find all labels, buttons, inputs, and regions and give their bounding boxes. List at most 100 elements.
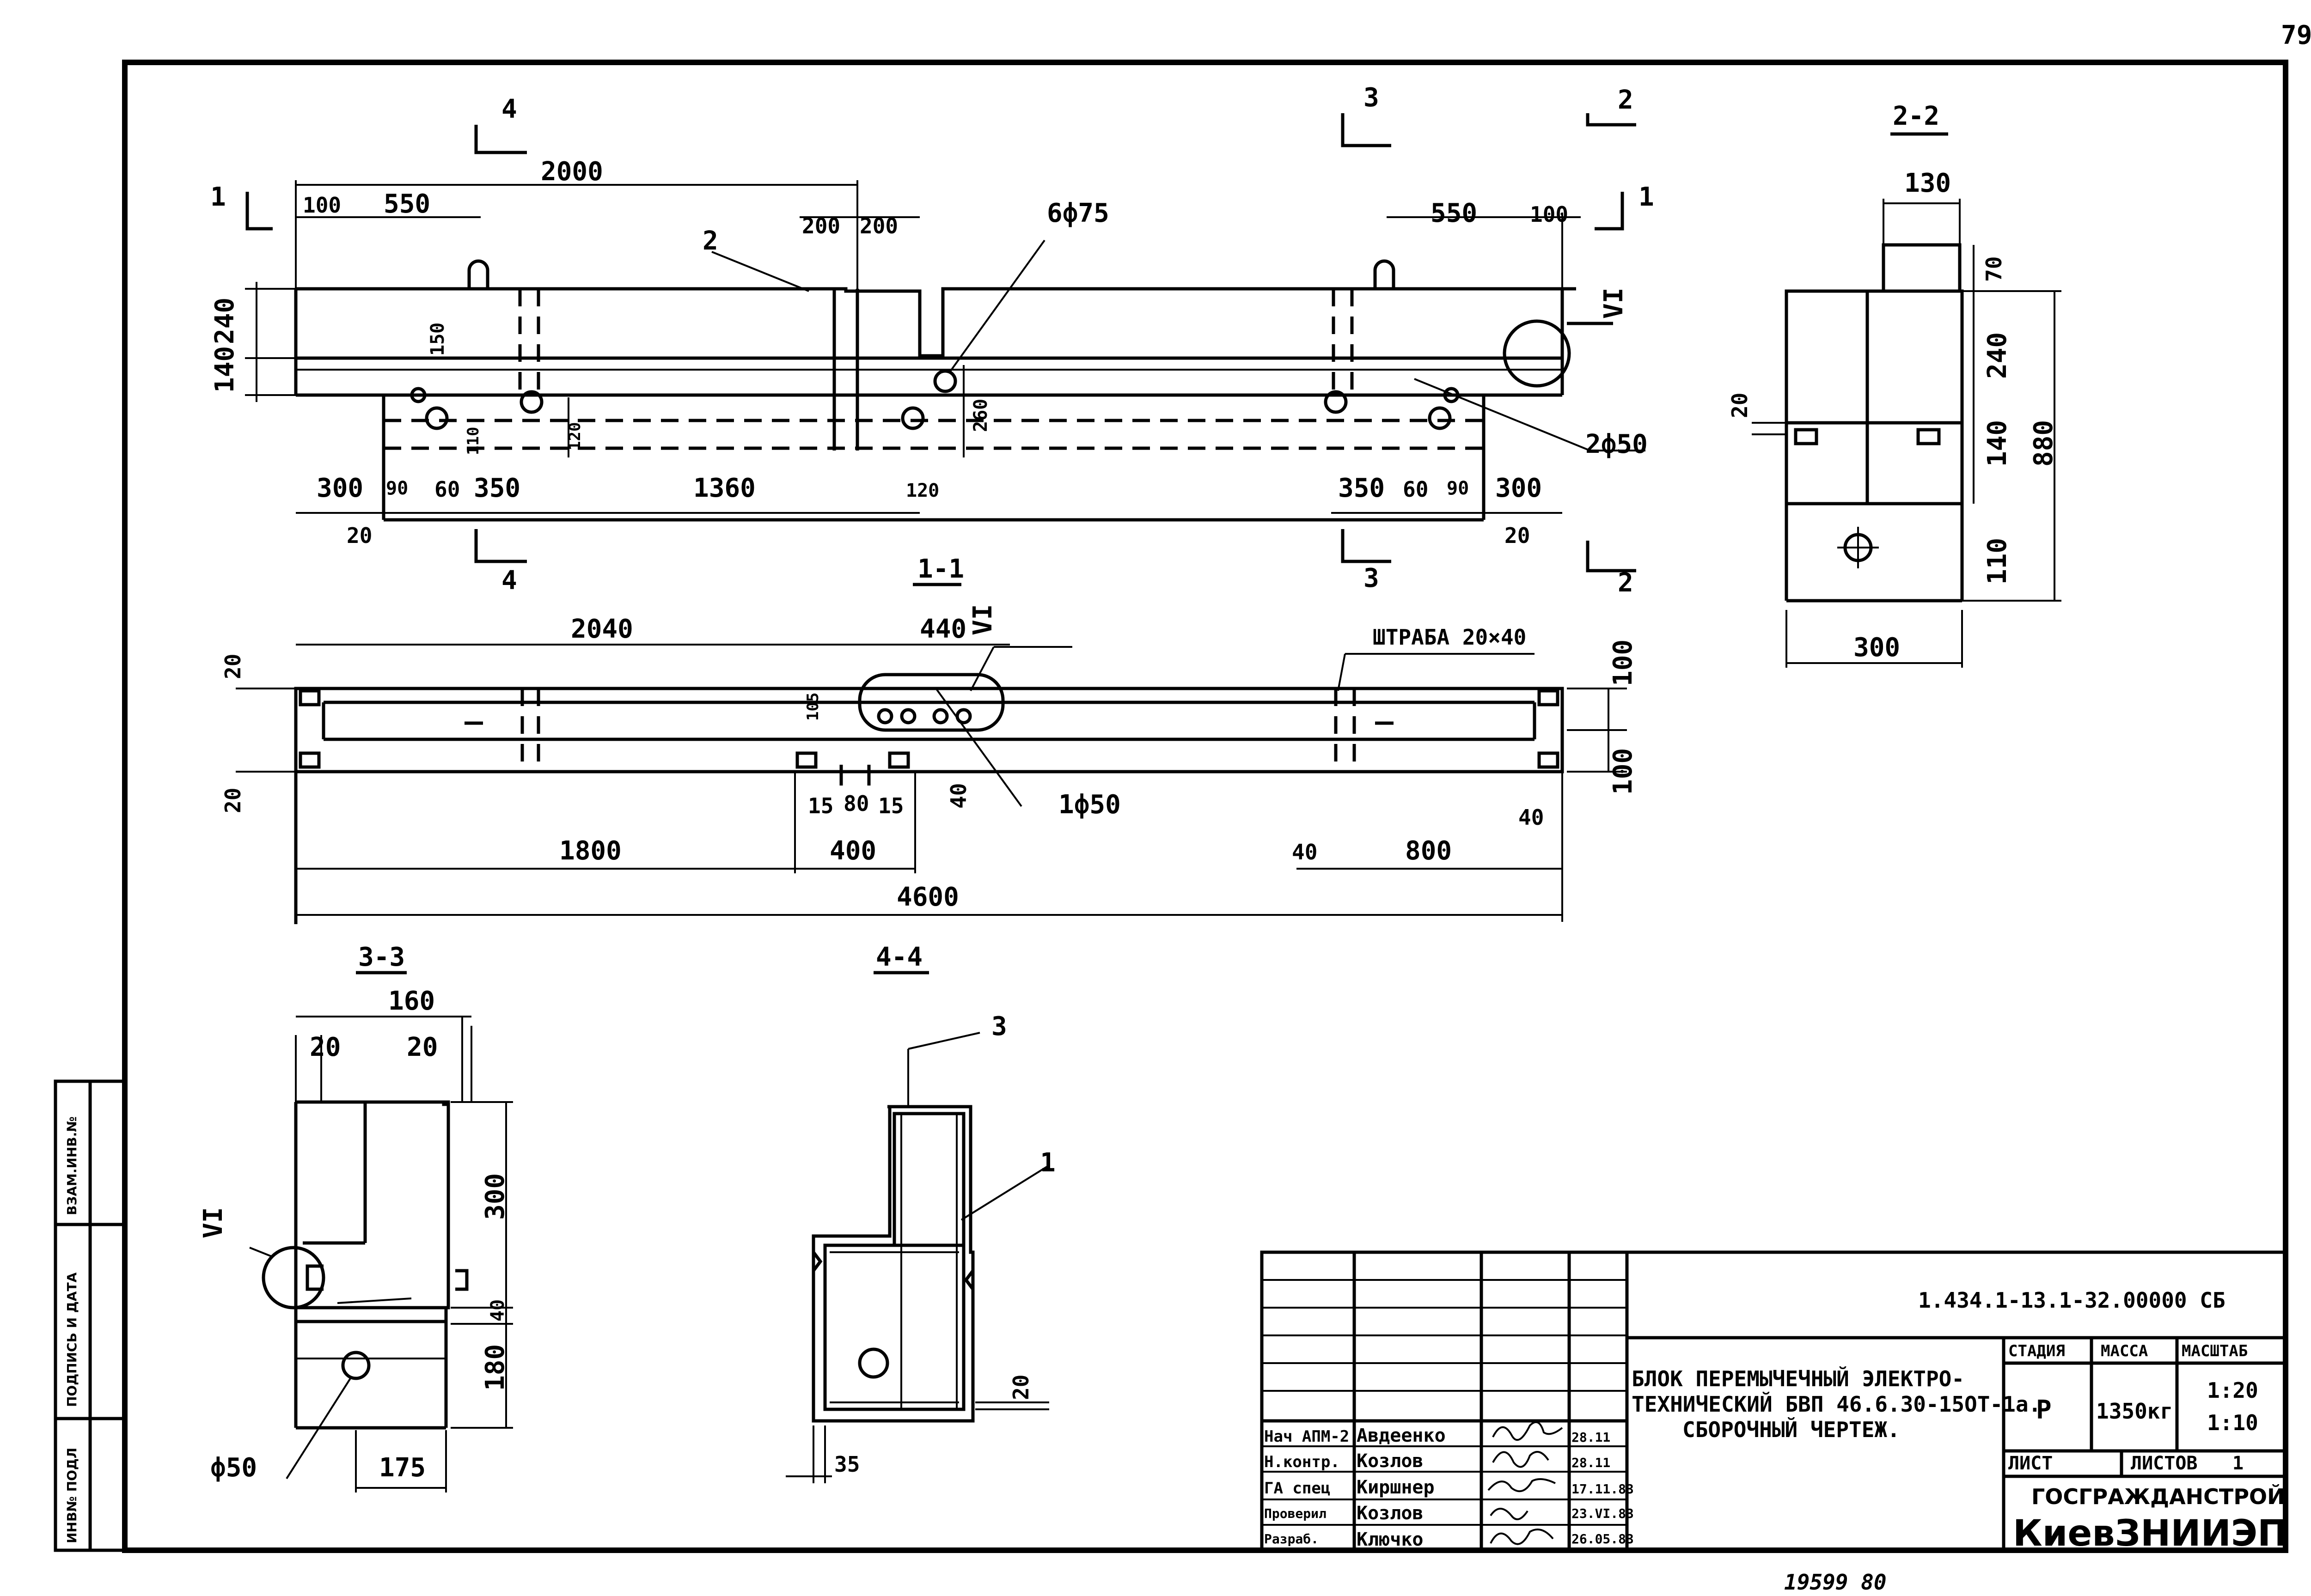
signature-1	[1492, 1421, 1563, 1441]
callout-2-plan: 2	[703, 226, 718, 256]
signature-2	[1492, 1451, 1549, 1468]
dim-elev-80: 80	[844, 791, 869, 816]
dim-elev-800: 800	[1405, 836, 1452, 866]
dim-33-300: 300	[480, 1173, 510, 1220]
stamp-vzam-inv: ВЗАМ.ИНВ.№	[64, 1116, 79, 1215]
stage-value: Р	[2036, 1395, 2052, 1425]
title-block: 1.434.1-13.1-32.00000 СБ БЛОК ПЕРЕМЫЧЕЧН…	[1260, 1250, 2287, 1554]
dim-plan-120: 120	[566, 422, 584, 451]
person-role-4: Проверил	[1264, 1506, 1327, 1521]
stamp-inv-podl: ИНВ№ ПОДЛ	[64, 1448, 79, 1543]
dim-22-240: 240	[1982, 332, 2012, 379]
person-role-3: ГА спец	[1264, 1479, 1330, 1498]
dim-elev-2040: 2040	[571, 614, 633, 644]
sheets-header: ЛИСТОВ	[2131, 1453, 2198, 1474]
person-date-4: 23.VI.83	[1571, 1506, 1634, 1521]
scale-value-2: 1:10	[2207, 1410, 2258, 1435]
dim-plan-140: 140	[210, 346, 240, 393]
sheets-value: 1	[2232, 1453, 2244, 1474]
section-2-2-title: 2-2	[1893, 101, 1939, 131]
dim-22-130: 130	[1904, 168, 1951, 198]
dim-elev-20b: 20	[220, 788, 245, 813]
dim-plan-200a: 200	[802, 213, 840, 238]
section-1-1: 1-1	[220, 554, 1638, 924]
dim-44-35: 35	[834, 1452, 860, 1477]
dim-plan-20a: 20	[347, 523, 372, 548]
dim-plan-90b: 90	[1447, 478, 1469, 499]
dim-33-180: 180	[480, 1344, 510, 1391]
person-name-3: Киршнер	[1357, 1477, 1435, 1498]
dim-44-20: 20	[1009, 1375, 1033, 1400]
dim-elev-40a: 40	[946, 783, 971, 809]
dim-plan-100a: 100	[303, 193, 341, 218]
person-name-1: Авдеенко	[1357, 1425, 1446, 1446]
section-4-4-title: 4-4	[876, 942, 923, 972]
dim-33-20b: 20	[407, 1032, 438, 1062]
person-name-2: Козлов	[1357, 1450, 1424, 1472]
dim-elev-1f50: 1ф50	[1058, 790, 1121, 820]
dim-plan-110: 110	[464, 427, 483, 455]
dim-33-f50: ф50	[210, 1453, 257, 1483]
doc-name-line1: БЛОК ПЕРЕМЫЧЕЧНЫЙ ЭЛЕКТРО-	[1632, 1366, 1964, 1391]
dim-elev-100b: 100	[1608, 748, 1638, 795]
dim-33-40: 40	[487, 1299, 508, 1322]
page-number: 79	[2281, 20, 2311, 50]
dim-22-20: 20	[1727, 393, 1752, 418]
dim-plan-200b: 200	[860, 213, 898, 238]
person-role-5: Разраб.	[1264, 1531, 1319, 1547]
plan-view: 2000 100 550 200 200 6ф75 550 100 240 14…	[210, 83, 1654, 598]
bottom-number: 19599 80	[1784, 1570, 1887, 1595]
dim-plan-550a: 550	[384, 189, 430, 219]
sheet-header: ЛИСТ	[2008, 1453, 2053, 1474]
doc-code: 1.434.1-13.1-32.00000 СБ	[1918, 1288, 2225, 1313]
node-vi-33: VI	[198, 1207, 228, 1238]
dim-plan-550b: 550	[1431, 198, 1477, 228]
signature-4	[1490, 1508, 1528, 1520]
doc-name-line2: ТЕХНИЧЕСКИЙ БВП 46.6.30-15ОТ-1а.	[1632, 1392, 2041, 1417]
dim-elev-105: 105	[804, 693, 822, 721]
section-3-3-title: 3-3	[358, 942, 405, 972]
dim-22-140: 140	[1982, 420, 2012, 467]
cut-2-bottom: 2	[1618, 568, 1633, 598]
scale-header: МАСШТАБ	[2182, 1342, 2248, 1360]
dim-elev-15b: 15	[878, 793, 904, 818]
dim-plan-300a: 300	[317, 473, 363, 503]
node-vi-plan: VI	[1599, 288, 1629, 319]
dim-plan-350a: 350	[474, 473, 520, 503]
person-date-2: 28.11	[1571, 1455, 1610, 1470]
person-date-3: 17.11.83	[1571, 1481, 1634, 1497]
cut-4-top: 4	[501, 94, 517, 124]
dim-elev-400: 400	[830, 836, 876, 866]
dim-plan-60a: 60	[434, 477, 460, 502]
dim-elev-15a: 15	[808, 793, 833, 818]
person-date-5: 26.05.83	[1571, 1531, 1634, 1547]
side-stamp: ИНВ№ ПОДЛ ПОДПИСЬ И ДАТА ВЗАМ.ИНВ.№	[54, 1079, 127, 1552]
dim-plan-60b: 60	[1403, 477, 1428, 502]
person-role-2: Н.контр.	[1264, 1453, 1340, 1471]
dim-33-160: 160	[388, 986, 435, 1016]
person-role-1: Нач АПМ-2	[1264, 1427, 1349, 1446]
dim-plan-1360: 1360	[693, 473, 756, 503]
dim-22-110: 110	[1982, 538, 2012, 585]
dim-33-20a: 20	[310, 1032, 341, 1062]
dim-plan-100b: 100	[1530, 202, 1568, 227]
doc-name-line3: СБОРОЧНЫЙ ЧЕРТЕЖ.	[1682, 1417, 1900, 1442]
dim-22-300: 300	[1853, 633, 1900, 663]
dim-plan-240: 240	[210, 298, 240, 344]
dim-plan-90a: 90	[386, 478, 408, 499]
dim-plan-350b: 350	[1338, 473, 1385, 503]
person-name-4: Козлов	[1357, 1503, 1424, 1524]
dim-22-880: 880	[2029, 420, 2059, 467]
stamp-signature-date: ПОДПИСЬ И ДАТА	[64, 1272, 79, 1407]
cut-4-bottom: 4	[501, 566, 517, 596]
cut-1-right: 1	[1638, 182, 1654, 212]
section-1-1-title: 1-1	[917, 554, 964, 584]
person-date-1: 28.11	[1571, 1430, 1610, 1445]
dim-plan-2f50: 2ф50	[1585, 429, 1648, 459]
signature-3	[1487, 1478, 1556, 1492]
shtraba-label: ШТРАБА 20×40	[1373, 625, 1526, 650]
node-vi-elev: VI	[968, 604, 998, 635]
signature-5	[1490, 1529, 1554, 1545]
stage-header: СТАДИЯ	[2008, 1342, 2065, 1360]
